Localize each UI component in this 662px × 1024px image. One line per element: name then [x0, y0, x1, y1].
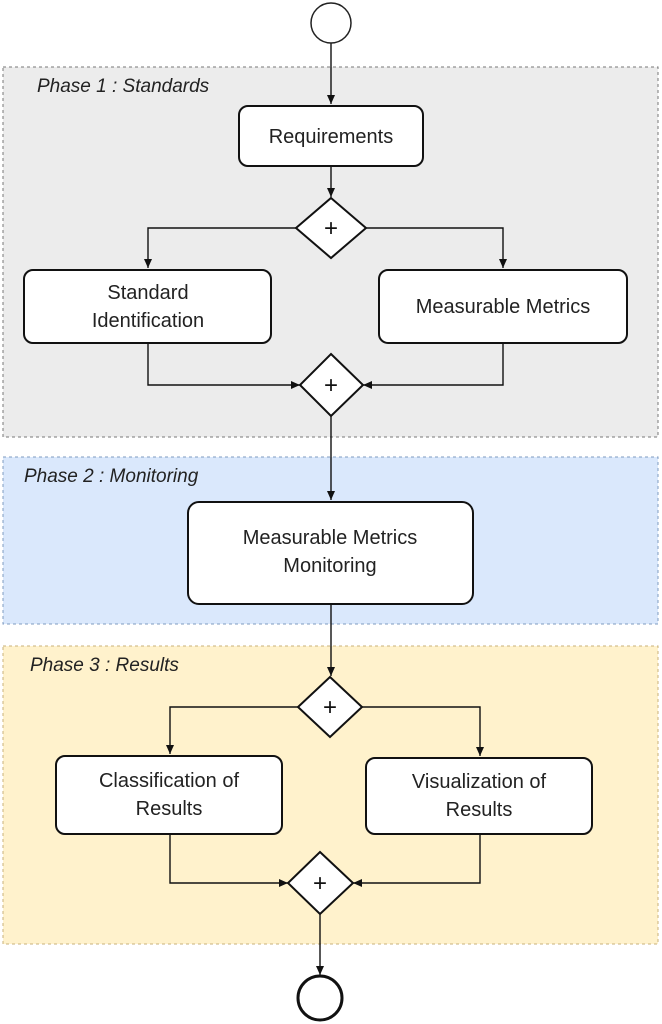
- edges: [144, 43, 507, 975]
- edge-measurable-metrics-join: [363, 343, 504, 389]
- edge-standard-identification-join: [147, 343, 300, 389]
- node-metrics-monitoring: Measurable Metrics Monitoring: [187, 501, 474, 605]
- parallel-fork-gateway-1: +: [294, 196, 368, 260]
- start-event: [310, 2, 352, 44]
- node-visualization-line-1: Visualization of: [412, 771, 547, 793]
- node-standard-identification: Standard Identification: [23, 269, 272, 344]
- node-classification-line-2: Results: [136, 798, 203, 820]
- node-requirements-label: Requirements: [269, 126, 394, 148]
- phase-1-label: Phase 1 : Standards: [37, 76, 210, 97]
- node-metrics-monitoring-line-1: Measurable Metrics: [243, 527, 418, 549]
- edge-gateway-classification: [166, 706, 298, 754]
- node-standard-identification-line-2: Identification: [92, 310, 204, 332]
- node-measurable-metrics: Measurable Metrics: [378, 269, 628, 344]
- plus-icon: +: [313, 870, 327, 897]
- parallel-join-gateway-1: +: [298, 352, 365, 418]
- node-classification-line-1: Classification of: [99, 770, 240, 792]
- edge-gateway-visualization: [362, 706, 484, 756]
- end-event: [296, 974, 344, 1022]
- node-visualization: Visualization of Results: [365, 757, 593, 835]
- node-standard-identification-line-1: Standard: [107, 282, 188, 304]
- node-visualization-line-2: Results: [446, 799, 513, 821]
- node-measurable-metrics-label: Measurable Metrics: [416, 296, 591, 318]
- plus-icon: +: [324, 215, 338, 242]
- edge-gateway-standard-identification: [144, 227, 296, 268]
- phase-2-label: Phase 2 : Monitoring: [24, 466, 199, 487]
- node-classification: Classification of Results: [55, 755, 283, 835]
- node-metrics-monitoring-line-2: Monitoring: [283, 555, 376, 577]
- parallel-fork-gateway-2: +: [296, 675, 364, 739]
- phase-3-label: Phase 3 : Results: [30, 655, 179, 676]
- parallel-join-gateway-2: +: [286, 850, 355, 916]
- edge-visualization-join: [353, 834, 481, 887]
- node-requirements: Requirements: [238, 105, 424, 167]
- edge-gateway-measurable-metrics: [366, 227, 507, 268]
- plus-icon: +: [323, 694, 337, 721]
- edge-classification-join: [169, 834, 288, 887]
- plus-icon: +: [324, 372, 338, 399]
